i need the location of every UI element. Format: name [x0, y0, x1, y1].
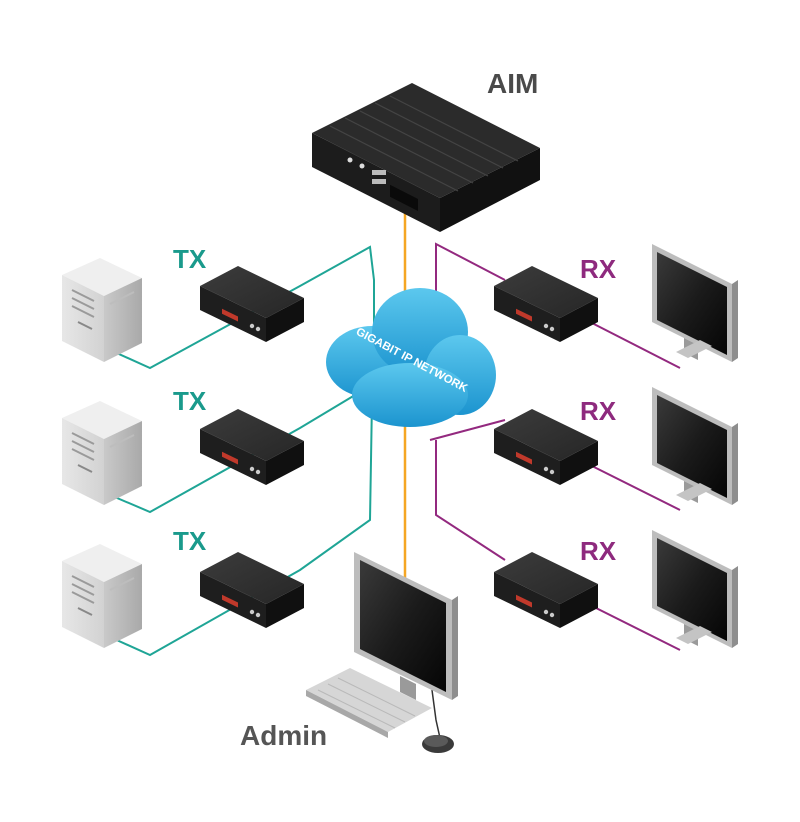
tx-extender-icon — [200, 552, 304, 628]
lcd-monitor-icon — [652, 387, 738, 505]
admin-label: Admin — [240, 720, 328, 751]
admin-workstation — [306, 552, 458, 753]
tx-extender-icon — [200, 266, 304, 342]
lcd-monitor-icon — [354, 552, 458, 700]
connection-lines — [109, 200, 681, 739]
keyboard-icon — [306, 668, 432, 738]
rx-extender-icon — [494, 552, 598, 628]
aim-label: AIM — [487, 68, 539, 99]
mouse-icon — [422, 735, 454, 753]
rx-link-line-3 — [435, 440, 681, 651]
rx-label-1: RX — [580, 254, 617, 284]
tx-link-line-2 — [109, 391, 361, 514]
rx-extender-icon — [494, 266, 598, 342]
aim-server-icon — [312, 83, 540, 232]
rx-link-line-2 — [429, 419, 681, 511]
tx-label-2: TX — [173, 386, 207, 416]
tx-label-1: TX — [173, 244, 207, 274]
rx-extender-icon — [494, 409, 598, 485]
tower-computer-icon — [62, 401, 142, 505]
tx-link-line-3 — [109, 399, 373, 657]
tx-label-3: TX — [173, 526, 207, 556]
lcd-monitor-icon — [652, 244, 738, 362]
tower-computer-icon — [62, 258, 142, 362]
tx-extender-icon — [200, 409, 304, 485]
rx-label-3: RX — [580, 536, 617, 566]
tx-link-line-1 — [109, 245, 375, 370]
tower-computer-icon — [62, 544, 142, 648]
admin-cable — [431, 689, 441, 739]
rx-label-2: RX — [580, 396, 617, 426]
network-cloud-icon: GIGABIT IP NETWORK — [326, 288, 496, 427]
lcd-monitor-icon — [652, 530, 738, 648]
